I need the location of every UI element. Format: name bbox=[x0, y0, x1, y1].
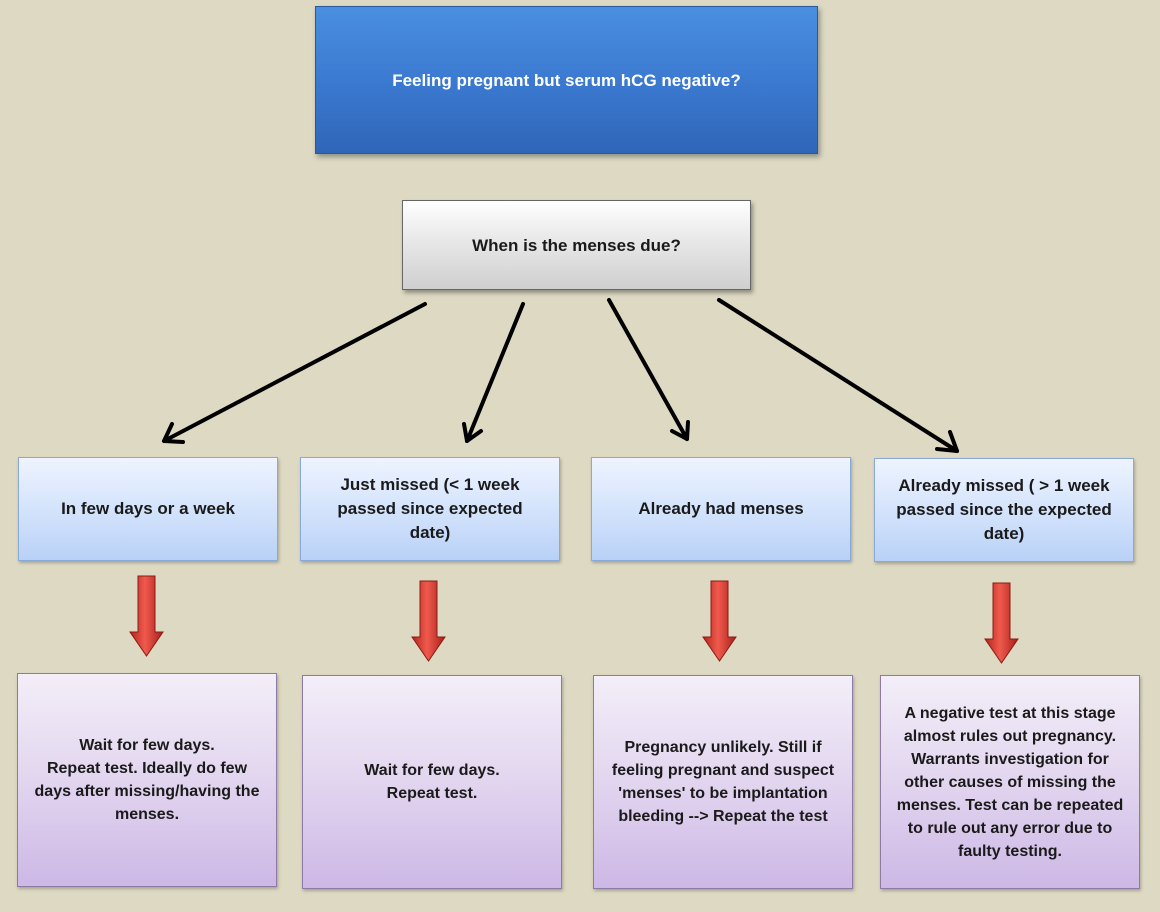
option-box-4: Already missed ( > 1 week passed since t… bbox=[874, 458, 1134, 562]
result-text-1: Wait for few days. Repeat test. Ideally … bbox=[34, 737, 260, 823]
result-box-2: Wait for few days. Repeat test. bbox=[302, 675, 562, 889]
down-arrow-4 bbox=[984, 582, 1019, 664]
result-text-4: A negative test at this stage almost rul… bbox=[896, 704, 1124, 860]
option-text-2: Just missed (< 1 week passed since expec… bbox=[337, 475, 523, 542]
option-text-3: Already had menses bbox=[638, 499, 804, 518]
option-text-4: Already missed ( > 1 week passed since t… bbox=[896, 476, 1112, 543]
down-arrow-2 bbox=[411, 580, 446, 662]
down-arrow-3 bbox=[702, 580, 737, 662]
down-arrow-1 bbox=[129, 575, 164, 657]
option-box-2: Just missed (< 1 week passed since expec… bbox=[300, 457, 560, 561]
title-box: Feeling pregnant but serum hCG negative? bbox=[315, 6, 818, 154]
option-box-1: In few days or a week bbox=[18, 457, 278, 561]
result-box-1: Wait for few days. Repeat test. Ideally … bbox=[17, 673, 277, 887]
arrow-to-option-3 bbox=[607, 298, 690, 441]
result-box-3: Pregnancy unlikely. Still if feeling pre… bbox=[593, 675, 853, 889]
option-text-1: In few days or a week bbox=[61, 499, 235, 518]
arrow-to-option-4 bbox=[717, 298, 959, 453]
connector-arrows bbox=[162, 298, 959, 453]
question-text: When is the menses due? bbox=[472, 235, 681, 255]
title-text: Feeling pregnant but serum hCG negative? bbox=[392, 70, 741, 90]
result-box-4: A negative test at this stage almost rul… bbox=[880, 675, 1140, 889]
result-text-3: Pregnancy unlikely. Still if feeling pre… bbox=[611, 739, 835, 825]
question-box: When is the menses due? bbox=[402, 200, 751, 290]
down-arrows bbox=[129, 575, 1019, 664]
arrow-to-option-1 bbox=[162, 302, 427, 444]
result-text-2: Wait for few days. Repeat test. bbox=[364, 762, 500, 802]
option-box-3: Already had menses bbox=[591, 457, 851, 561]
arrow-to-option-2 bbox=[462, 302, 525, 443]
